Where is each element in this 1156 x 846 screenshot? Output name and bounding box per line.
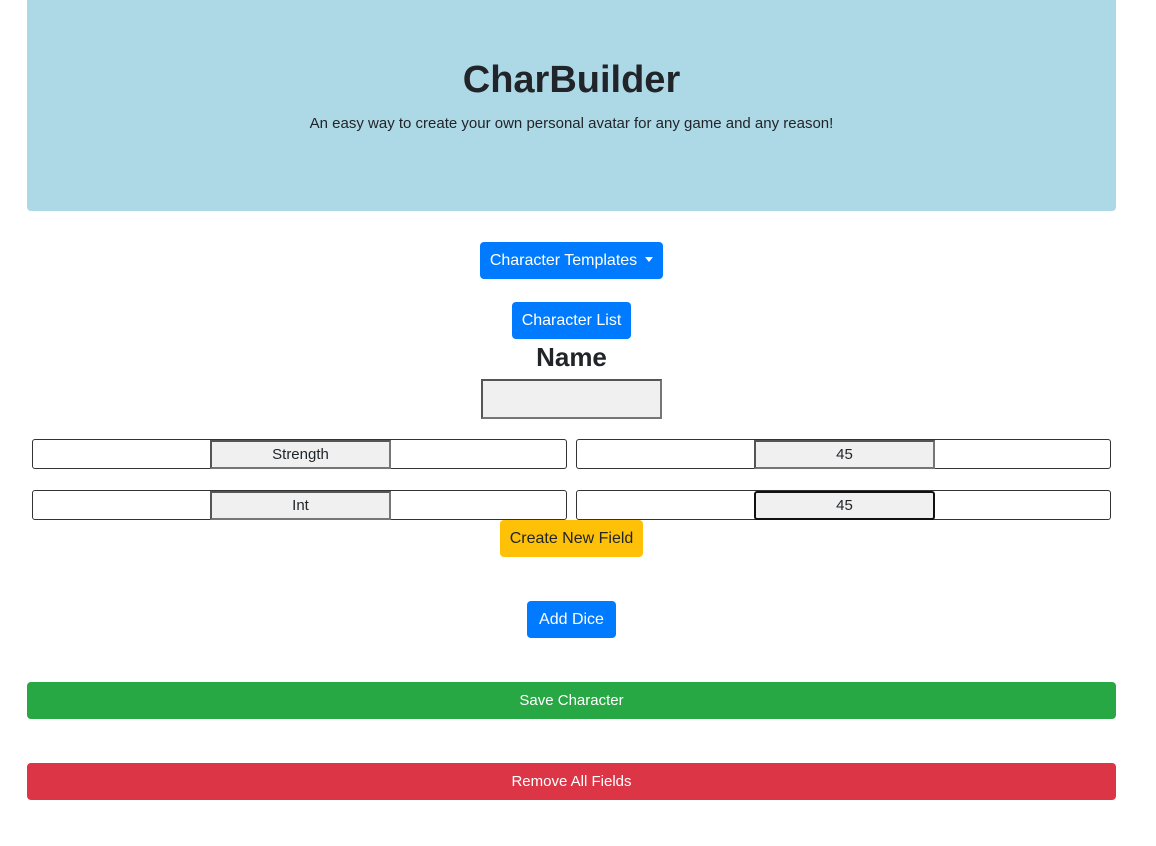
remove-all-fields-button[interactable]: Remove All Fields [27, 763, 1116, 800]
field-value-container [576, 439, 1111, 469]
add-dice-button[interactable]: Add Dice [527, 601, 616, 638]
character-templates-dropdown-button[interactable]: Character Templates [480, 242, 663, 279]
field-label-input[interactable] [210, 491, 391, 520]
app-subtitle: An easy way to create your own personal … [309, 115, 834, 132]
name-heading: Name [536, 342, 607, 372]
create-new-field-button[interactable]: Create New Field [500, 520, 643, 557]
name-input[interactable] [481, 379, 662, 419]
field-value-container [576, 490, 1111, 520]
character-list-button[interactable]: Character List [512, 302, 631, 339]
jumbotron-header: CharBuilder An easy way to create your o… [27, 0, 1116, 211]
character-templates-label: Character Templates [489, 251, 638, 269]
field-value-input[interactable] [754, 491, 935, 520]
field-label-container [32, 490, 567, 520]
save-character-button[interactable]: Save Character [27, 682, 1116, 719]
app-title: CharBuilder [462, 59, 681, 101]
field-value-input[interactable] [754, 440, 935, 469]
field-label-container [32, 439, 567, 469]
caret-down-icon [645, 256, 654, 262]
field-label-input[interactable] [210, 440, 391, 469]
